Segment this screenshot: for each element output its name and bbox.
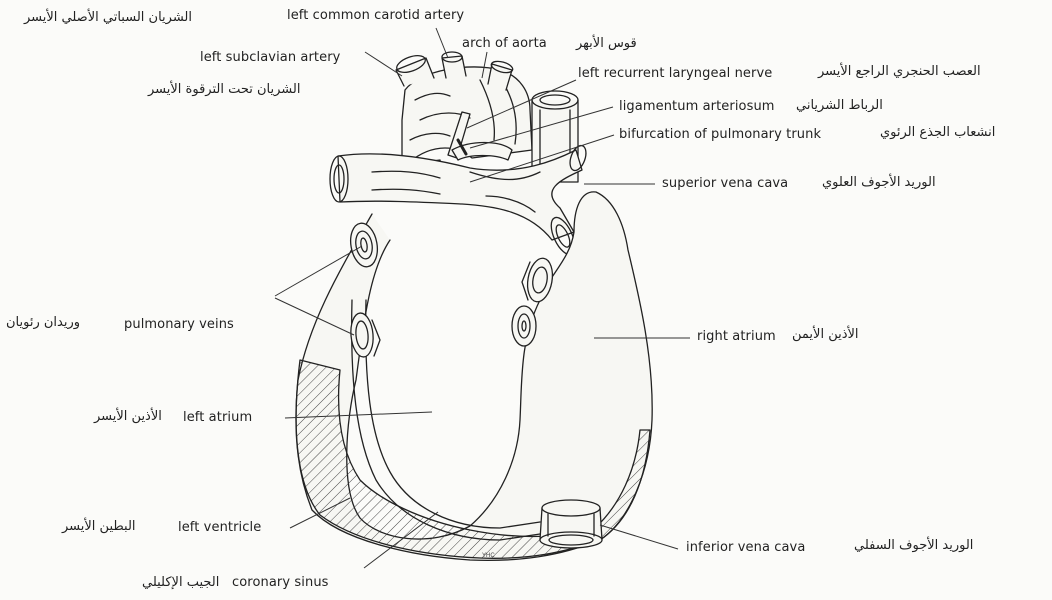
inferior-vena-cava-drawing [540, 500, 602, 548]
bifurcation-of-pulmonary-trunk-en: bifurcation of pulmonary trunk [619, 127, 821, 143]
superior-vena-cava-en: superior vena cava [662, 176, 788, 192]
right-atrium-en: right atrium [697, 329, 776, 345]
right-atrium-ar: الأذين الأيمن [792, 327, 859, 343]
pulmonary-veins-en: pulmonary veins [124, 317, 234, 333]
left-atrium-ar: الأذين الأيسر [94, 409, 162, 425]
arch-of-aorta-en: arch of aorta [462, 36, 547, 52]
left-atrium-en: left atrium [183, 410, 252, 426]
ligamentum-arteriosum-en: ligamentum arteriosum [619, 99, 775, 115]
superior-vena-cava-ar: الوريد الأجوف العلوي [822, 175, 936, 191]
coronary-sinus-en: coronary sinus [232, 575, 329, 591]
pulmonary-vein-right-lower [512, 306, 536, 346]
left-common-carotid-artery [442, 52, 466, 78]
arch-of-aorta-ar: قوس الأبهر [576, 36, 637, 52]
inferior-vena-cava-en: inferior vena cava [686, 540, 805, 556]
inferior-vena-cava-ar: الوريد الأجوف السفلي [854, 538, 973, 554]
signature: YHC [482, 553, 495, 559]
ligamentum-arteriosum-ar: الرباط الشرياني [796, 98, 883, 114]
coronary-sinus-ar: الجيب الإكليلي [142, 575, 219, 591]
left-recurrent-laryngeal-nerve-ar: العصب الحنجري الراجع الأيسر [818, 64, 981, 80]
left-recurrent-laryngeal-nerve-en: left recurrent laryngeal nerve [578, 66, 772, 82]
left-common-carotid-artery-ar: الشريان السباتي الأصلي الأيسر [24, 10, 192, 26]
bifurcation-of-pulmonary-trunk-ar: انشعاب الجذع الرئوي [880, 125, 995, 141]
left-ventricle-ar: البطين الأيسر [62, 519, 136, 535]
left-common-carotid-artery-en: left common carotid artery [287, 8, 464, 24]
left-subclavian-artery-en: left subclavian artery [200, 50, 340, 66]
pulmonary-veins-ar: وريدان رئويان [6, 315, 80, 331]
left-ventricle-en: left ventricle [178, 520, 261, 536]
left-subclavian-artery-ar: الشريان تحت الترقوة الأيسر [148, 82, 300, 98]
